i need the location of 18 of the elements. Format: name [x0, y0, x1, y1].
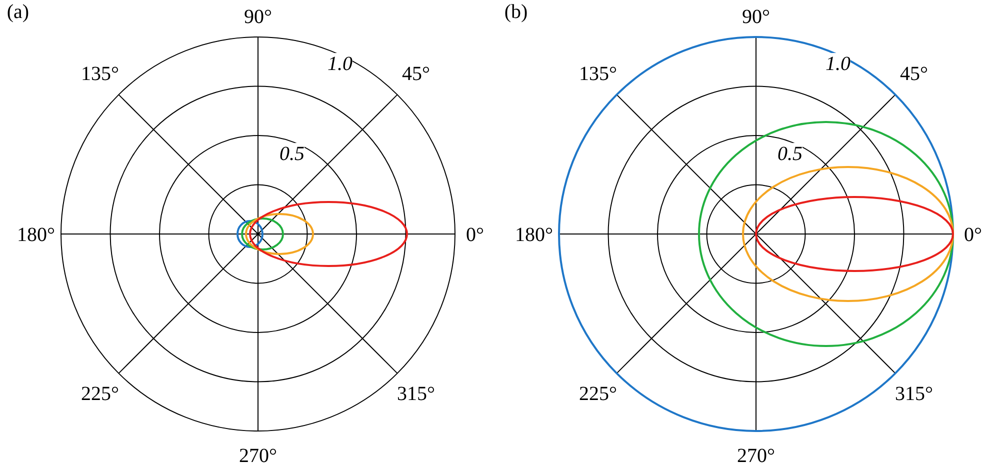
angle-label: 0°	[964, 224, 982, 246]
angle-label: 135°	[579, 63, 617, 85]
angle-label: 225°	[81, 383, 119, 405]
angle-label: 135°	[81, 63, 119, 85]
angle-label: 90°	[742, 6, 770, 28]
angle-label: 315°	[397, 383, 435, 405]
angle-label: 45°	[900, 63, 928, 85]
panel-label: (b)	[504, 1, 528, 23]
angle-label: 0°	[466, 224, 484, 246]
panel-label: (a)	[6, 1, 30, 23]
angle-label: 180°	[17, 224, 55, 246]
angle-label: 45°	[402, 63, 430, 85]
angle-label: 225°	[579, 383, 617, 405]
angle-label: 270°	[239, 445, 277, 467]
angle-label: 180°	[515, 224, 553, 246]
angle-label: 315°	[895, 383, 933, 405]
angle-label: 90°	[244, 6, 272, 28]
angle-label: 270°	[737, 445, 775, 467]
